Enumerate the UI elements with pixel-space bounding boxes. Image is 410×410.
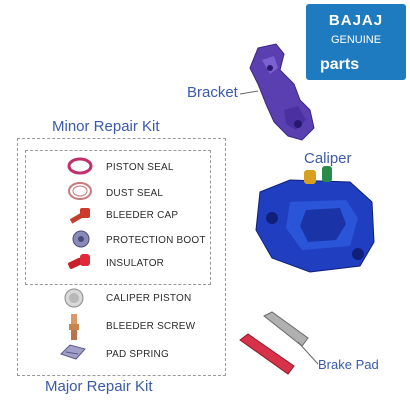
piston-seal-icon <box>67 157 93 175</box>
list-item: DUST SEAL <box>106 188 164 199</box>
caliper-label: Caliper <box>304 150 352 167</box>
list-item: INSULATOR <box>106 258 165 269</box>
list-item: BLEEDER CAP <box>106 210 179 221</box>
logo-line2: parts <box>320 56 360 73</box>
caliper-image <box>255 166 375 273</box>
list-item: PAD SPRING <box>106 349 169 360</box>
logo-line1: GENUINE <box>330 34 382 46</box>
bleeder-screw-icon <box>69 314 79 340</box>
protection-boot-icon <box>72 230 90 248</box>
minor-repair-kit-title: Minor Repair Kit <box>50 118 162 135</box>
bracket-label: Bracket <box>187 84 238 101</box>
list-item: PISTON SEAL <box>106 162 174 173</box>
brake-pad-image <box>239 311 309 375</box>
bajaj-genuine-parts-logo: BAJAJ GENUINE parts <box>306 4 406 80</box>
caliper-piston-icon <box>64 288 84 308</box>
insulator-icon <box>68 254 90 269</box>
major-repair-kit-title: Major Repair Kit <box>43 378 155 395</box>
brake-pad-label: Brake Pad <box>318 357 379 372</box>
list-item: PROTECTION BOOT <box>106 235 206 246</box>
bracket-image <box>249 43 315 141</box>
logo-brand: BAJAJ <box>328 12 384 29</box>
bleeder-cap-icon <box>69 208 90 224</box>
brake-pad-leader-line <box>297 341 319 365</box>
major-repair-kit-box <box>17 138 226 376</box>
pad-spring-icon <box>60 344 86 360</box>
bracket-leader-line <box>240 90 259 95</box>
list-item: BLEEDER SCREW <box>106 321 196 332</box>
list-item: CALIPER PISTON <box>106 293 192 304</box>
minor-repair-kit-box <box>25 150 211 285</box>
dust-seal-icon <box>68 182 92 200</box>
